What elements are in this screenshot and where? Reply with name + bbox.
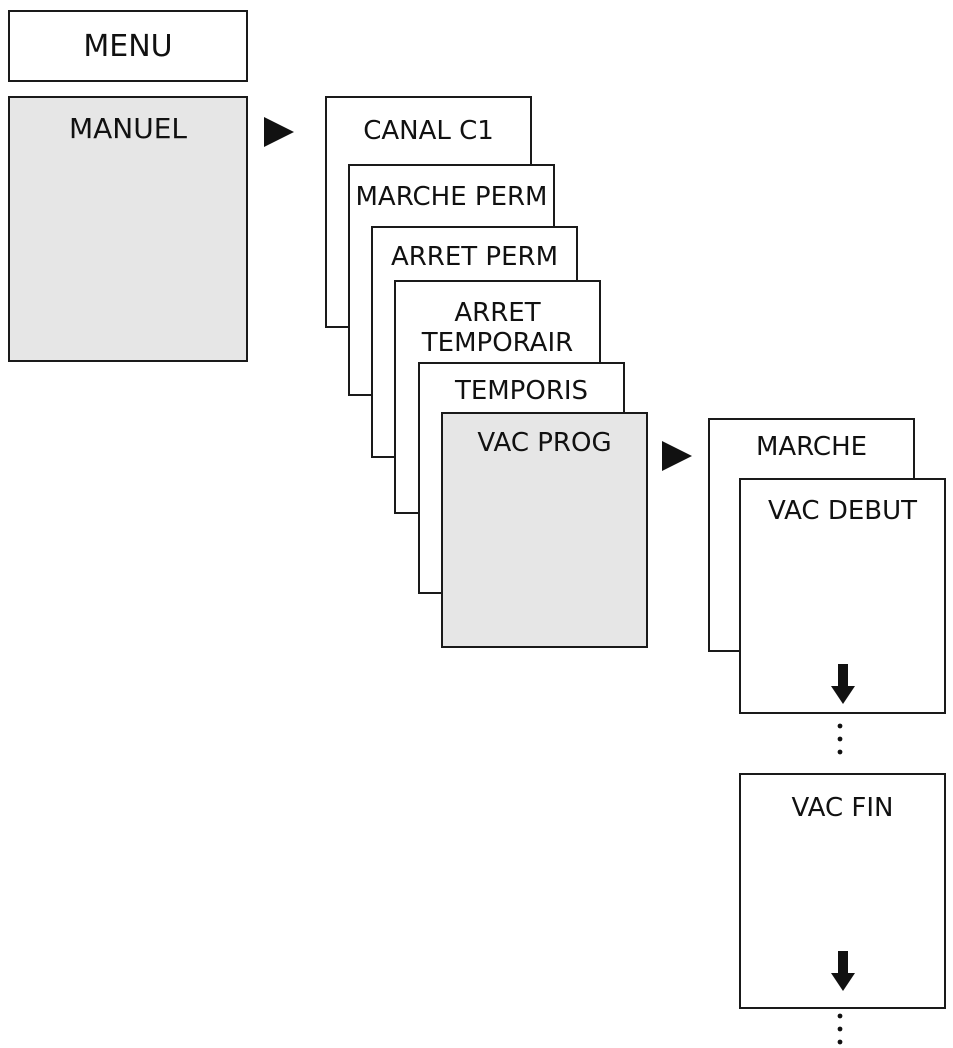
submenu-item-label: ARRET PERM bbox=[390, 242, 559, 272]
vac-item-vac-debut[interactable]: VAC DEBUT bbox=[739, 478, 946, 714]
menu-item-manuel-label: MANUEL bbox=[68, 112, 188, 145]
submenu-item-label: MARCHE PERM bbox=[355, 182, 548, 212]
vac-item-label: VAC FIN bbox=[791, 793, 894, 823]
menu-header[interactable]: MENU bbox=[8, 10, 248, 82]
vertical-ellipsis-icon bbox=[837, 1013, 843, 1045]
vertical-ellipsis-icon bbox=[837, 723, 843, 755]
menu-item-manuel[interactable]: MANUEL bbox=[8, 96, 248, 362]
submenu-item-label: TEMPORIS bbox=[454, 376, 589, 406]
vac-item-vac-fin[interactable]: VAC FIN bbox=[739, 773, 946, 1009]
submenu-item-vac-prog[interactable]: VAC PROG bbox=[441, 412, 648, 648]
arrow-right-icon bbox=[662, 441, 692, 471]
submenu-item-label: VAC PROG bbox=[477, 428, 612, 458]
submenu-item-label: ARRET TEMPORAIR bbox=[421, 298, 574, 358]
arrow-right-icon bbox=[264, 117, 294, 147]
menu-title: MENU bbox=[83, 29, 173, 64]
arrow-down-icon bbox=[831, 951, 855, 991]
submenu-item-label: CANAL C1 bbox=[363, 116, 494, 146]
arrow-down-icon bbox=[831, 664, 855, 704]
vac-item-label: VAC DEBUT bbox=[767, 496, 918, 526]
vac-item-label: MARCHE bbox=[755, 432, 868, 462]
